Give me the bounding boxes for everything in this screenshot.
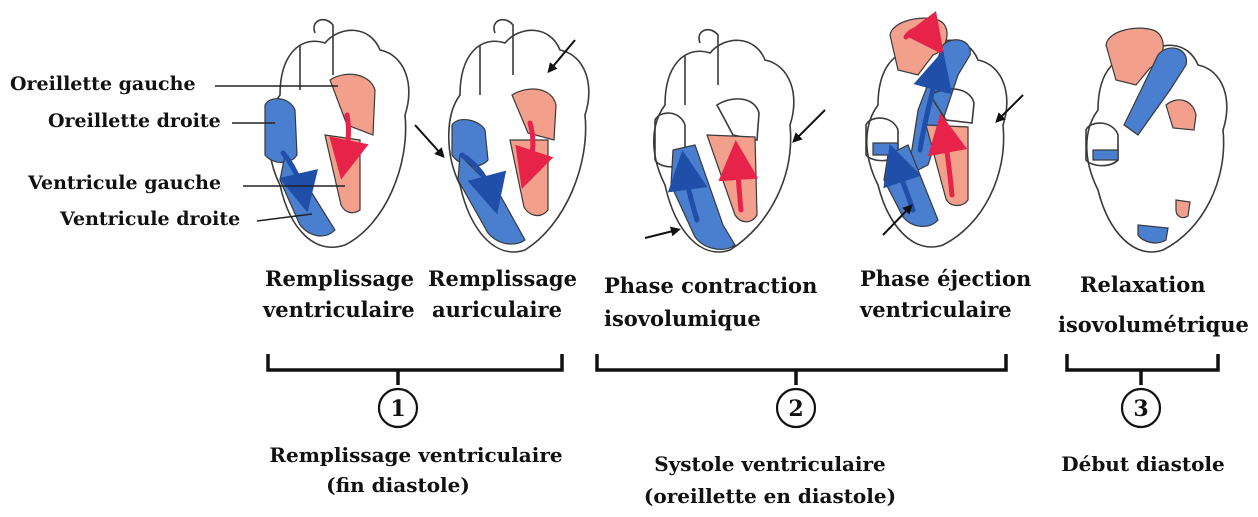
phase-label: Phase éjection [860,266,1031,291]
bracket-group-1 [268,354,562,385]
group-label: Remplissage ventriculaire [269,443,562,467]
phase-labels: Remplissage ventriculaire Remplissage au… [262,266,1249,337]
step-numbers: 1 2 3 [379,389,1160,427]
phase-label: ventriculaire [859,297,1012,322]
step-number-2: 2 [788,396,803,422]
label-left-atrium: Oreillette gauche [10,73,196,95]
heart-ventricular-ejection [866,18,1023,247]
phase-label: isovolumétrique [1058,312,1249,337]
step-number-1: 1 [390,396,405,422]
heart-isovolumic-contraction [645,30,825,252]
group-labels: Remplissage ventriculaire (fin diastole)… [269,443,1224,508]
bracket-group-3 [1067,354,1218,385]
group-label: Début diastole [1061,452,1225,476]
label-right-ventricle: Ventricule droite [59,208,240,230]
phase-label: Phase contraction [604,273,817,298]
group-label: (oreillette en diastole) [644,484,896,508]
brackets [268,354,1218,385]
phase-label: ventriculaire [262,297,415,322]
step-number-3: 3 [1133,396,1148,422]
phase-label: Relaxation [1080,272,1205,297]
label-left-ventricle: Ventricule gauche [27,172,221,194]
bracket-group-2 [597,354,1006,385]
phase-label: Remplissage [428,266,577,291]
heart-isovolumic-relaxation [1086,28,1227,252]
heart-atrial-filling [415,20,589,252]
phase-label: auriculaire [432,297,562,322]
group-label: (fin diastole) [326,473,470,497]
label-right-atrium: Oreillette droite [48,110,221,132]
phase-label: isovolumique [604,306,761,331]
phase-label: Remplissage [265,266,414,291]
group-label: Systole ventriculaire [654,452,886,476]
heart-ventricular-filling [265,20,409,247]
